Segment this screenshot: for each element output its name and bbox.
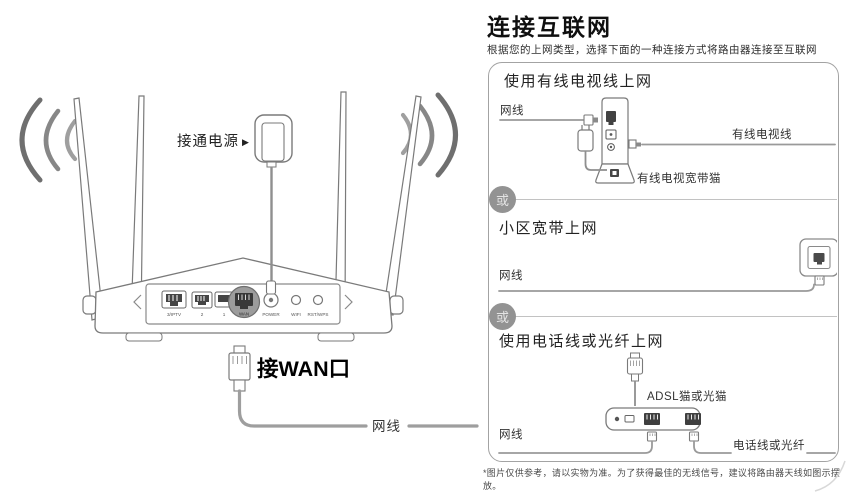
antenna-hinge [82, 295, 97, 315]
panel-arrow-right-icon [344, 294, 353, 310]
antenna [382, 95, 422, 316]
antenna [73, 97, 104, 321]
section2-heading: 小区宽带上网 [499, 220, 599, 237]
section3-modem-label: ADSL猫或光猫 [647, 391, 728, 403]
cable-modem-icon [595, 97, 635, 184]
section1-tvline-label: 有线电视线 [732, 129, 792, 141]
power-plug-icon [577, 125, 607, 171]
panel-arrow-left-icon [133, 294, 142, 310]
network-cable: 网线 [237, 389, 479, 434]
section3-phoneline-label: 电话线或光纤 [733, 440, 805, 452]
ethernet-plug-icon [626, 352, 644, 382]
power-port [263, 292, 279, 308]
ethernet-plug-icon [583, 114, 598, 126]
antenna-hinge [389, 295, 404, 315]
section3-heading: 使用电话线或光纤上网 [499, 333, 665, 350]
router-illustration: 3/IPTV 2 1 WAN POWER WIFI RST/WPS 接通电源 [19, 91, 479, 434]
connection-diagrams [498, 97, 837, 454]
power-plug-icon [265, 280, 277, 295]
port-label-lan2: 2 [201, 312, 204, 317]
port-label-lan3: 3/IPTV [167, 312, 182, 317]
arrow-right-icon: ▶ [242, 137, 249, 147]
section2-cable-label: 网线 [499, 270, 523, 282]
wall-socket-icon [799, 238, 837, 277]
page-title: 连接互联网 [487, 14, 612, 40]
rj45-connector-icon [228, 345, 251, 392]
page-curl-decoration [814, 460, 846, 492]
wan-port-label: 接WAN口 [257, 357, 350, 381]
adsl-modem-icon [605, 407, 701, 431]
router-foot [317, 332, 355, 342]
section3-diagram [498, 352, 836, 454]
page-subtitle: 根据您的上网类型，选择下面的一种连接方式将路由器连接至互联网 [487, 44, 817, 56]
router-foot [125, 332, 163, 342]
wan-port-highlight: WAN [227, 285, 261, 319]
lan-port-2-icon [191, 291, 213, 309]
port-label-power: POWER [262, 312, 280, 317]
phone-plug-icon [688, 431, 700, 442]
port-label-wan: WAN [239, 312, 249, 317]
footnote: *图片仅供参考，请以实物为准。为了获得最佳的无线信号，建议将路由器天线如图示摆放… [483, 468, 841, 491]
or-badge: 或 [489, 186, 516, 213]
power-label: 接通电源 [177, 133, 239, 150]
section-divider [490, 199, 837, 200]
section3-cable-label: 网线 [499, 429, 523, 441]
section1-heading: 使用有线电视线上网 [504, 73, 653, 90]
section1-cable-label: 网线 [500, 105, 524, 117]
coax-connector-icon [628, 139, 641, 149]
section2-diagram [498, 238, 837, 292]
wifi-signal-left-icon [19, 97, 78, 183]
rst-wps-button [312, 294, 324, 306]
wan-port-icon [235, 293, 253, 306]
network-cable-label: 网线 [372, 419, 401, 434]
lan-port-3-icon [161, 290, 187, 309]
ethernet-plug-icon [814, 275, 825, 286]
or-badge: 或 [489, 303, 516, 330]
power-adapter-icon [254, 114, 293, 295]
port-label-rst-wps: RST/WPS [308, 312, 329, 317]
ethernet-plug-icon [646, 431, 658, 442]
port-label-lan1: 1 [223, 312, 226, 317]
router-antennas [73, 91, 422, 321]
connection-options-panel: 或 或 [488, 62, 839, 462]
section1-modem-label: 有线电视宽带猫 [637, 173, 721, 185]
section-divider [490, 316, 837, 317]
section1-diagram [499, 97, 836, 184]
wifi-button [290, 294, 302, 306]
port-label-wifi: WIFI [291, 312, 301, 317]
